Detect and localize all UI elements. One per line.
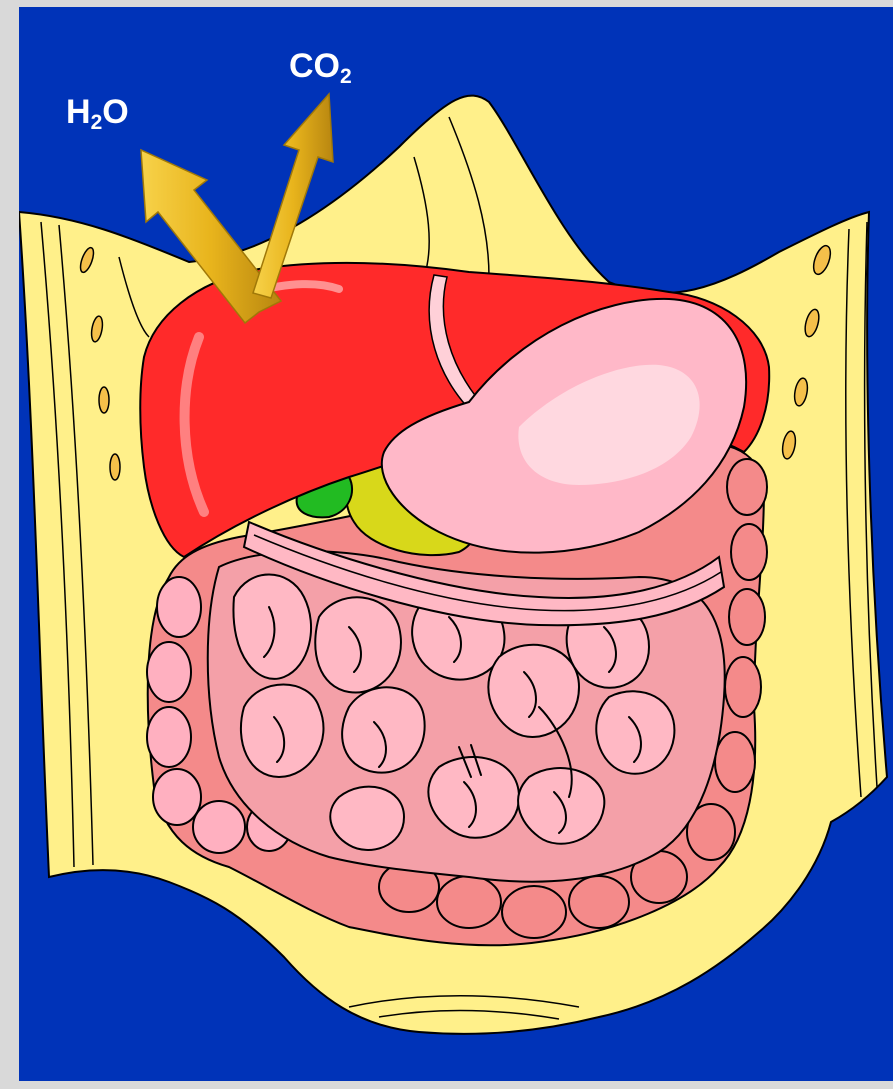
slide-canvas: H2O CO2 <box>19 7 893 1081</box>
digestive-system-illustration <box>19 7 893 1081</box>
carbon-dioxide-label: CO2 <box>289 49 352 87</box>
water-label: H2O <box>66 95 129 133</box>
